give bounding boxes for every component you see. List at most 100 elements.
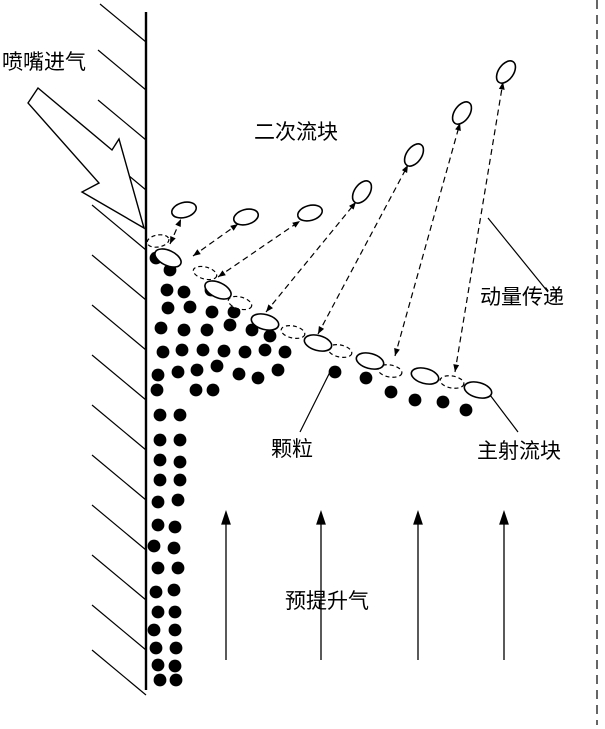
particle (160, 283, 174, 297)
particle (151, 518, 165, 532)
main-jet-blob (303, 334, 333, 352)
momentum-arrow-head (318, 326, 325, 334)
momentum-arrow-head (230, 224, 238, 231)
dashed-jet-boundary (146, 234, 465, 389)
jet-blobs (154, 60, 517, 399)
particle (151, 495, 165, 509)
main-jet-blob (204, 280, 232, 300)
momentum-arrow-head (218, 270, 226, 277)
main-jet-blob (410, 367, 440, 385)
particle (151, 561, 165, 575)
secondary-jet-blob (296, 204, 324, 222)
momentum-arrow-shaft (317, 164, 409, 335)
secondary-jet-blob (403, 143, 425, 167)
particle (151, 658, 165, 672)
particle (210, 359, 224, 373)
particle (150, 383, 164, 397)
particle (177, 323, 191, 337)
particle (147, 539, 161, 553)
particle (173, 408, 187, 422)
particle (271, 363, 285, 377)
particle (171, 365, 185, 379)
pre-lift-gas-arrows (221, 509, 509, 660)
label-momentum-transfer: 动量传递 (480, 285, 564, 309)
particle (359, 371, 373, 385)
particle (169, 641, 183, 655)
particle (153, 408, 167, 422)
particle (161, 301, 175, 315)
particle (258, 343, 272, 357)
particle (149, 641, 163, 655)
momentum-arrow-head (266, 304, 273, 312)
particle (436, 395, 450, 409)
particle (168, 623, 182, 637)
particle (149, 585, 163, 599)
leader-lines (299, 217, 549, 433)
particle (245, 323, 259, 337)
particle (154, 321, 168, 335)
particle (217, 344, 231, 358)
particle (408, 393, 422, 407)
dashed-jet-blob (439, 375, 465, 389)
nozzle-arrow (27, 86, 146, 230)
momentum-arrow-head (453, 364, 460, 372)
particle (232, 367, 246, 381)
particle (205, 305, 219, 319)
particle (153, 453, 167, 467)
dashed-jet-blob (192, 265, 218, 281)
particle (263, 329, 277, 343)
secondary-jet-blob (232, 208, 260, 226)
particle (171, 493, 185, 507)
momentum-arrows (169, 81, 505, 373)
label-particles: 颗粒 (271, 437, 313, 461)
momentum-arrow-head (455, 123, 461, 131)
main-jet-blob (463, 381, 493, 399)
particle (173, 455, 187, 469)
secondary-jet-blob (451, 101, 473, 125)
momentum-arrow-head (170, 236, 176, 244)
particle (206, 383, 220, 397)
particle (223, 318, 237, 332)
momentum-arrow-shaft (217, 220, 301, 278)
particle (147, 623, 161, 637)
secondary-jet-blob (495, 60, 517, 84)
particle (189, 383, 203, 397)
particle-cloud (147, 251, 473, 687)
momentum-arrow-head (193, 249, 201, 256)
particle (173, 473, 187, 487)
momentum-arrow-shaft (192, 223, 239, 257)
particle (251, 371, 265, 385)
particle (171, 561, 185, 575)
label-main-jet: 主射流块 (477, 439, 561, 463)
wall-hatching (91, 3, 147, 696)
label-secondary-jet: 二次流块 (254, 120, 338, 144)
label-nozzle-inlet: 喷嘴进气 (2, 50, 86, 74)
particle (238, 345, 252, 359)
particle (156, 345, 170, 359)
particle (200, 323, 214, 337)
particle (173, 433, 187, 447)
main-jet-blob (154, 248, 182, 268)
particle (167, 583, 181, 597)
momentum-arrow-shaft (394, 122, 461, 357)
particle (183, 300, 197, 314)
particle (175, 343, 189, 357)
label-pre-lift-gas: 预提升气 (285, 589, 369, 613)
particle (153, 473, 167, 487)
particle (151, 605, 165, 619)
particle (384, 385, 398, 399)
particle (168, 520, 182, 534)
momentum-arrow-shaft (454, 81, 504, 373)
secondary-jet-blob (351, 180, 373, 204)
main-jet-blob (355, 352, 385, 370)
momentum-arrow-shaft (265, 201, 357, 313)
momentum-arrow-head (175, 219, 181, 227)
particle (459, 403, 473, 417)
particle (151, 368, 165, 382)
secondary-jet-blob (170, 201, 198, 219)
particle (153, 673, 167, 687)
momentum-arrow-head (292, 221, 300, 228)
particle (153, 433, 167, 447)
